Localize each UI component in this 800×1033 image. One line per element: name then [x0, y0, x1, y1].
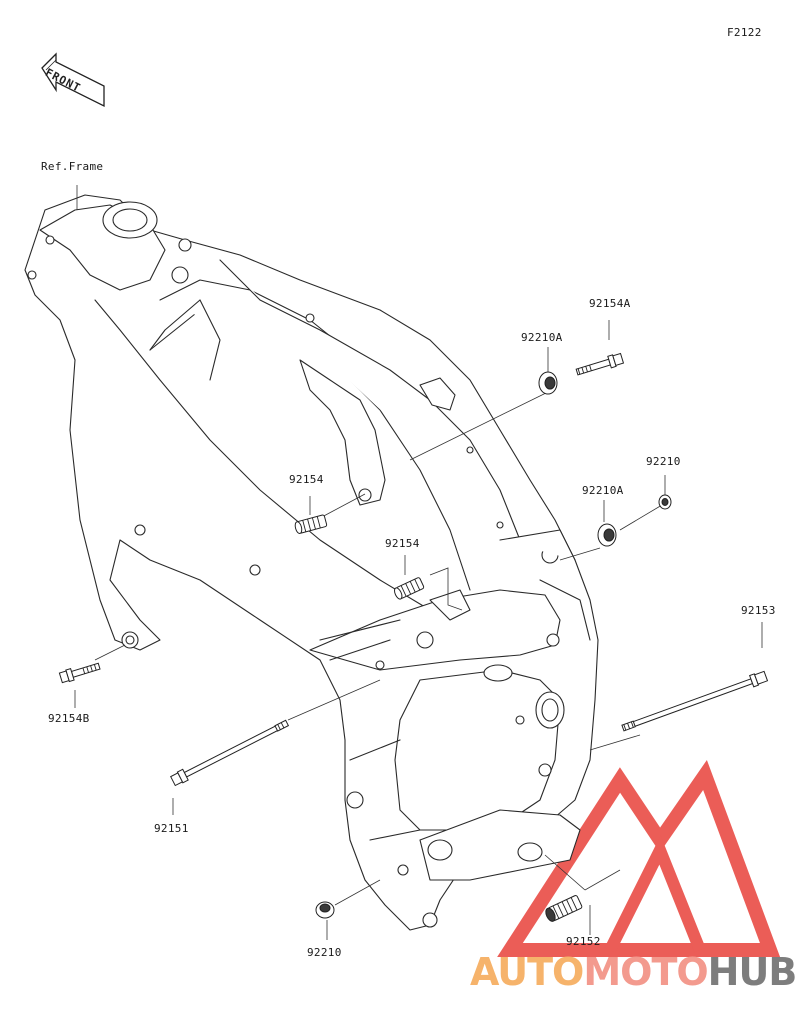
- ref-frame-label: Ref.Frame: [41, 160, 104, 173]
- part-label-92154-mid[interactable]: 92154: [385, 537, 420, 550]
- front-arrow-icon: [41, 52, 105, 108]
- nut-92210A-top[interactable]: [538, 371, 558, 395]
- bolt-92153[interactable]: [621, 670, 769, 733]
- part-label-92154-upper[interactable]: 92154: [289, 473, 324, 486]
- nut-92210-bottom[interactable]: [315, 901, 335, 919]
- part-label-92210A-mid[interactable]: 92210A: [582, 484, 624, 497]
- watermark-part-hub: HUB: [707, 950, 798, 994]
- bolt-92154-upper[interactable]: [294, 514, 328, 535]
- part-label-92210A-top[interactable]: 92210A: [521, 331, 563, 344]
- watermark-logo-icon: [497, 759, 781, 957]
- nut-92210-mid[interactable]: [658, 494, 672, 510]
- frame-illustration: [24, 194, 599, 931]
- bolt-92154-mid[interactable]: [393, 577, 425, 600]
- part-label-92210-bottom[interactable]: 92210: [307, 946, 342, 959]
- part-label-92152[interactable]: 92152: [566, 935, 601, 948]
- watermark-part-moto: MOTO: [583, 950, 708, 994]
- watermark-text: AUTOMOTOHUB: [470, 950, 798, 994]
- bolt-92154A[interactable]: [575, 352, 625, 378]
- bolt-92151[interactable]: [170, 718, 290, 787]
- watermark-part-auto: AUTO: [470, 950, 584, 994]
- part-label-92151[interactable]: 92151: [154, 822, 189, 835]
- part-label-92153[interactable]: 92153: [741, 604, 776, 617]
- part-label-92154A[interactable]: 92154A: [589, 297, 631, 310]
- collar-92152[interactable]: [544, 895, 583, 923]
- nut-92210A-mid[interactable]: [597, 523, 617, 547]
- bolt-92154B[interactable]: [58, 660, 101, 684]
- part-label-92154B[interactable]: 92154B: [48, 712, 90, 725]
- diagram-code: F2122: [727, 26, 762, 39]
- leader-lines: [74, 185, 763, 940]
- part-label-92210-mid[interactable]: 92210: [646, 455, 681, 468]
